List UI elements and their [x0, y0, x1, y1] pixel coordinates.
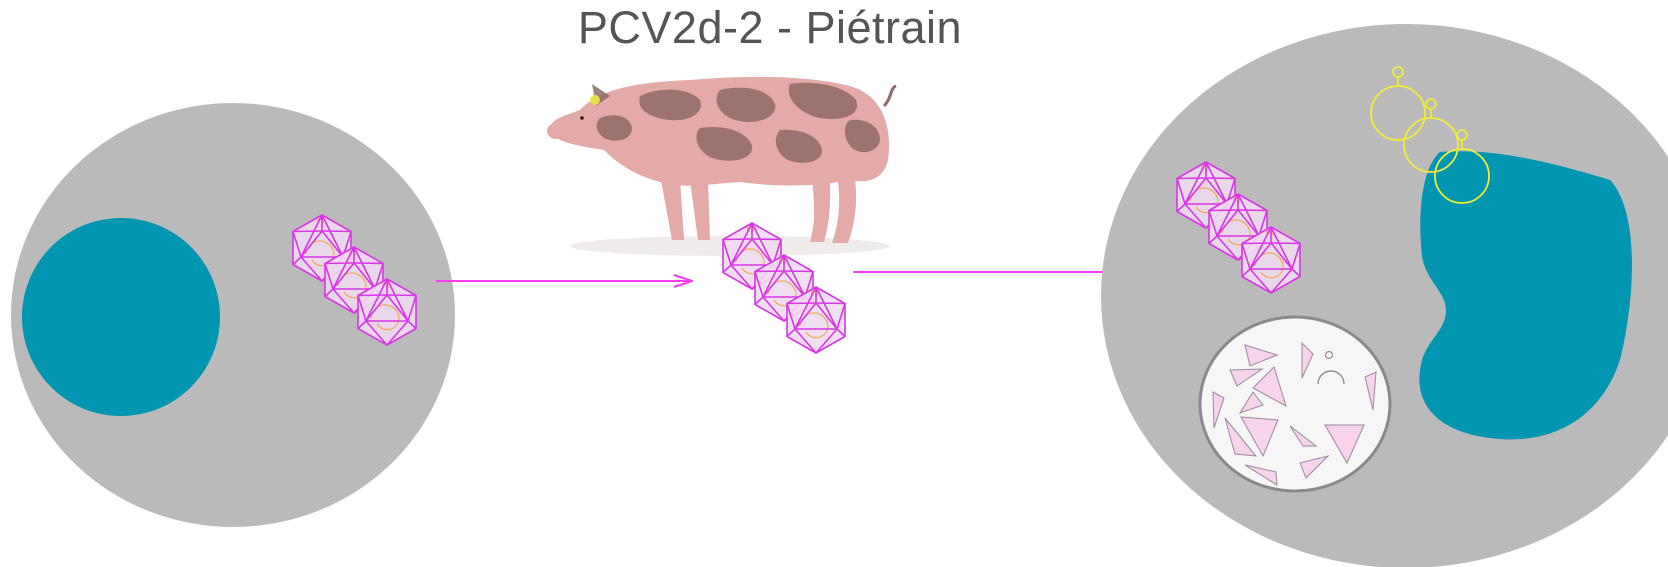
right-cell: [1101, 24, 1668, 567]
left-cell: [11, 103, 455, 527]
pietrain-pig-icon: [547, 76, 897, 256]
diagram-title: PCV2d-2 - Piétrain: [577, 2, 963, 53]
vesicle-chain: [1370, 66, 1490, 204]
phagosome: [1198, 315, 1392, 493]
left-nucleus: [22, 218, 220, 416]
right-nucleus: [1419, 151, 1632, 440]
